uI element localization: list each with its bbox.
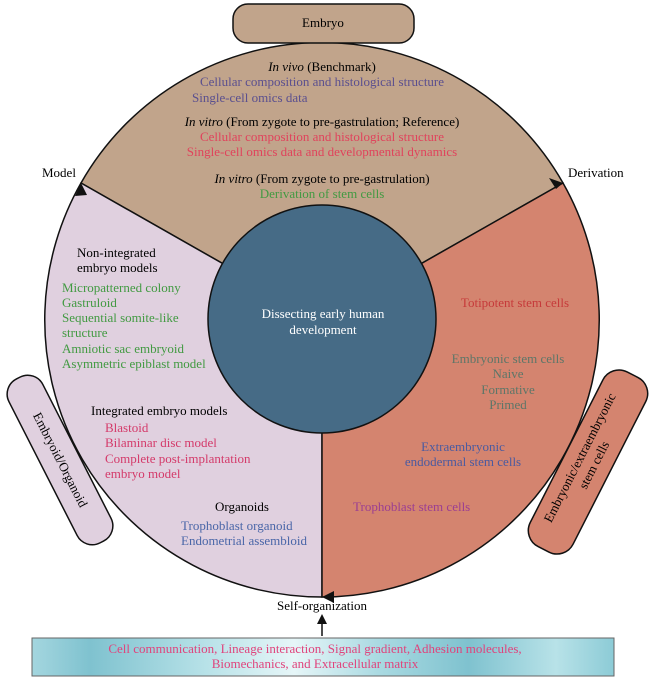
non-integrated-item: Sequential somite-like	[62, 310, 179, 325]
organoid-item: Trophoblast organoid	[181, 518, 293, 533]
in-vitro-reference-heading: In vitro (From zygote to pre-gastrulatio…	[184, 114, 460, 129]
esc-item: Formative	[481, 382, 535, 397]
non-integrated-item: Asymmetric epiblast model	[62, 356, 206, 371]
organoids-title: Organoids	[215, 499, 269, 514]
organoid-item: Endometrial assembloid	[181, 533, 308, 548]
in-vivo-heading: In vivo (Benchmark)	[267, 59, 376, 74]
non-integrated-title: Non-integrated	[77, 245, 156, 260]
xen-stem-cells: endodermal stem cells	[405, 454, 521, 469]
integrated-item: Bilaminar disc model	[105, 435, 217, 450]
esc-item: Primed	[489, 397, 527, 412]
model-arrow-icon	[75, 183, 87, 196]
mechanisms-box	[31, 637, 615, 677]
in-vitro-reference-item: Cellular composition and histological st…	[200, 129, 444, 144]
embryo-pill	[232, 3, 415, 44]
upward-arrow-icon	[317, 614, 327, 624]
non-integrated-item: Gastruloid	[62, 295, 117, 310]
esc-item: Naive	[492, 366, 523, 381]
integrated-item: embryo model	[105, 466, 181, 481]
center-title: Dissecting early human	[262, 306, 385, 321]
integrated-item: Blastoid	[105, 420, 149, 435]
integrated-title: Integrated embryo models	[91, 403, 227, 418]
in-vitro-derivation-item: Derivation of stem cells	[260, 186, 385, 201]
model-label: Model	[42, 165, 76, 180]
in-vitro-reference-item: Single-cell omics data and developmental…	[187, 144, 457, 159]
totipotent-stem-cells: Totipotent stem cells	[461, 295, 569, 310]
non-integrated-item: structure	[62, 325, 108, 340]
in-vivo-item: Single-cell omics data	[192, 90, 308, 105]
trophoblast-stem-cells: Trophoblast stem cells	[353, 499, 470, 514]
mechanisms-text: Biomechanics, and Extracellular matrix	[212, 656, 419, 671]
xen-stem-cells: Extraembryonic	[421, 439, 505, 454]
mechanisms-text: Cell communication, Lineage interaction,…	[108, 641, 521, 656]
derivation-label: Derivation	[568, 165, 624, 180]
in-vitro-derivation-heading: In vitro (From zygote to pre-gastrulatio…	[213, 171, 429, 186]
non-integrated-title: embryo models	[77, 260, 158, 275]
integrated-item: Complete post-implantation	[105, 451, 251, 466]
center-circle	[207, 204, 437, 434]
center-title: development	[289, 322, 357, 337]
self-organization-arrow-icon	[322, 591, 334, 603]
self-organization-label: Self-organization	[277, 598, 368, 613]
in-vivo-item: Cellular composition and histological st…	[200, 74, 444, 89]
embryo-pill-label: Embryo	[302, 15, 344, 30]
non-integrated-item: Micropatterned colony	[62, 280, 181, 295]
derivation-arrow-icon	[549, 178, 563, 189]
non-integrated-item: Amniotic sac embryoid	[62, 341, 185, 356]
esc-item: Embryonic stem cells	[452, 351, 565, 366]
